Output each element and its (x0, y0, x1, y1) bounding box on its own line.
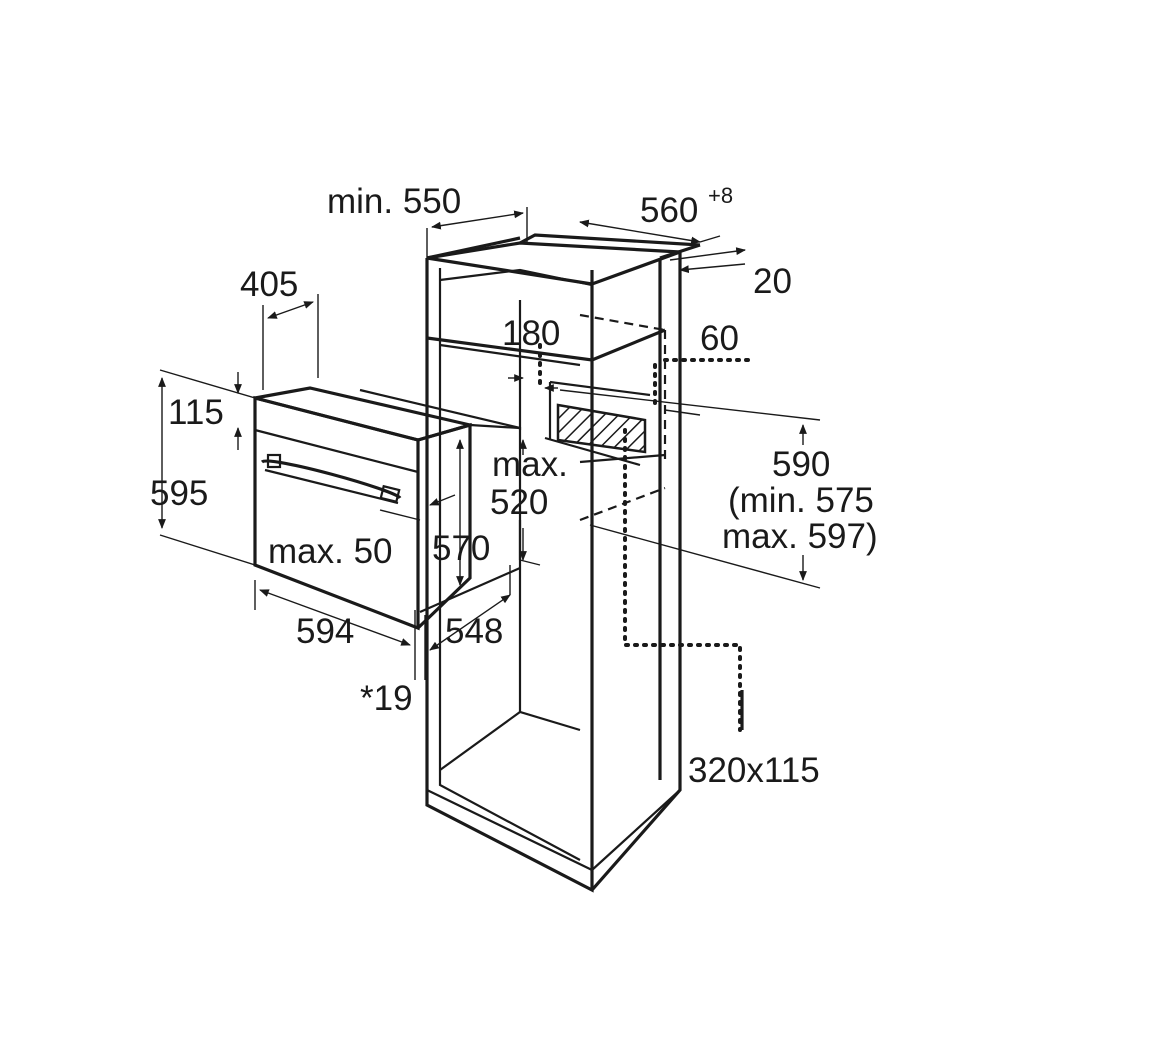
label-560: 560 (640, 191, 698, 230)
label-115: 115 (168, 393, 224, 432)
label-594: 594 (296, 612, 354, 651)
label-590: 590 (772, 445, 830, 484)
label-405: 405 (240, 265, 298, 304)
label-max-597: max. 597) (722, 517, 878, 556)
label-max-50: max. 50 (268, 532, 393, 571)
label-180: 180 (502, 314, 560, 353)
label-570: 570 (432, 529, 490, 568)
label-min-575: (min. 575 (728, 481, 874, 520)
label-20: 20 (753, 262, 792, 301)
label-max: max. (492, 445, 568, 484)
dimension-labels: min. 550 560 +8 20 405 180 60 115 595 ma… (150, 182, 878, 790)
dimension-lines (158, 207, 821, 732)
label-595: 595 (150, 474, 208, 513)
label-cutout-320x115: 320x115 (688, 751, 820, 790)
oven (253, 386, 522, 631)
label-560-tolerance: +8 (708, 183, 733, 208)
label-520: 520 (490, 483, 548, 522)
label-60: 60 (700, 319, 739, 358)
label-min-550: min. 550 (327, 182, 461, 221)
label-star-19: *19 (360, 679, 413, 718)
label-548: 548 (445, 612, 503, 651)
